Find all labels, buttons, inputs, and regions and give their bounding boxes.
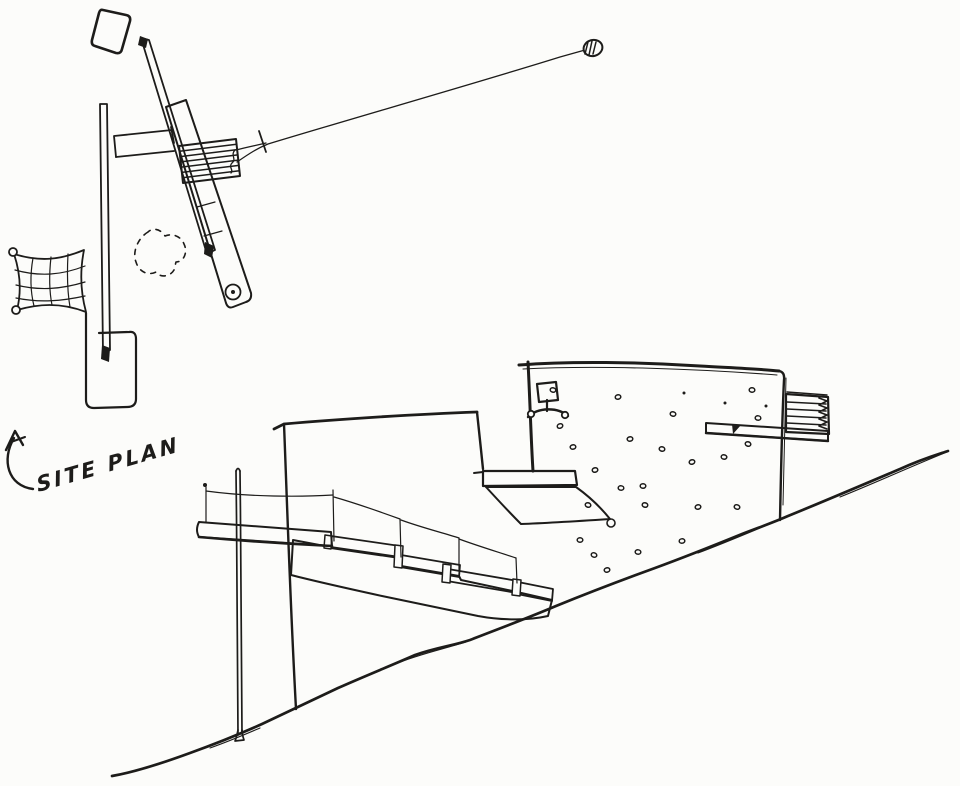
desk-chair xyxy=(526,380,570,420)
site-plan-view: SITE PLAN xyxy=(4,8,604,497)
leader-line xyxy=(229,49,586,174)
drip-circle xyxy=(606,518,616,528)
site-plan-label: SITE PLAN xyxy=(35,431,182,497)
door-plan xyxy=(113,126,175,158)
ground-line xyxy=(110,449,950,778)
concrete-dots xyxy=(549,387,768,573)
stair-flight xyxy=(290,534,554,621)
left-walkway-slab xyxy=(196,521,334,548)
column-circle xyxy=(224,283,242,301)
tree-dashed-outline xyxy=(133,228,187,277)
railing-cable xyxy=(203,483,518,584)
survey-balloon xyxy=(582,38,604,58)
lower-building-outline xyxy=(272,410,485,711)
main-building-outline xyxy=(517,360,787,522)
building-footprint xyxy=(165,99,253,309)
net-canopy-plan xyxy=(8,247,87,315)
pavilion-footprint xyxy=(84,311,138,410)
wall-plan-diagonal xyxy=(138,36,216,258)
cantilever-slab-right xyxy=(704,422,830,443)
site-plan-arrow xyxy=(4,429,35,491)
support-post xyxy=(234,467,245,742)
stair-box-right xyxy=(784,391,831,436)
canopy-roof-hatched xyxy=(90,8,132,55)
section-view xyxy=(110,360,950,778)
mid-landing-slab xyxy=(473,469,616,528)
wall-plan-left xyxy=(99,103,111,362)
stair-plan xyxy=(178,138,241,184)
